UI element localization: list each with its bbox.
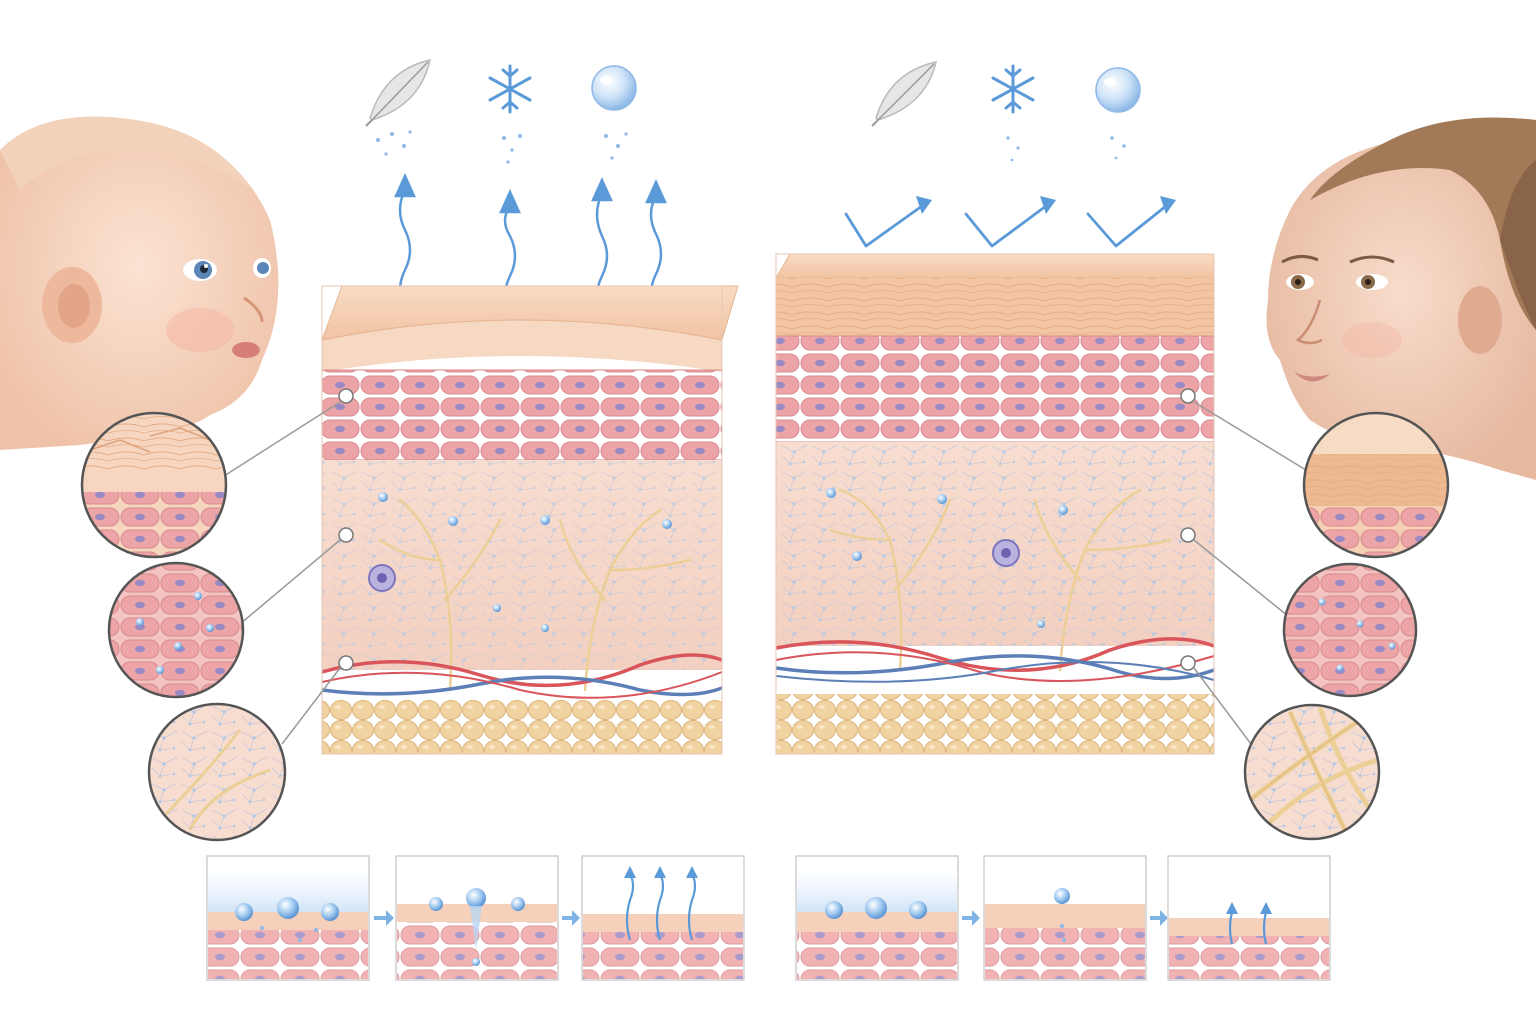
sequence-arrow-icon	[374, 910, 394, 926]
loose-cell-junctions-icon	[107, 561, 245, 699]
single-droplet-icon	[983, 855, 1147, 981]
sequence-arrow-icon	[962, 910, 980, 926]
mist-dots	[376, 130, 628, 164]
reduced-water-loss-arrows-icon	[1167, 855, 1331, 981]
water-bubble-icon	[591, 65, 637, 111]
fiber-branches	[378, 498, 692, 692]
fiber-branches	[828, 488, 1172, 672]
surface-droplets-icon	[795, 855, 959, 981]
droplet-penetration-icon	[395, 855, 559, 981]
snowflake-icon	[991, 64, 1035, 114]
blood-vessels	[321, 653, 723, 699]
mist-dots	[1006, 136, 1126, 162]
thin-flaking-stratum-corneum-icon	[80, 411, 228, 559]
baby-face-icon	[0, 116, 279, 450]
snowflake-icon	[488, 64, 532, 114]
feather-icon	[871, 61, 937, 127]
surface-droplets-icon	[206, 855, 370, 981]
adult-callout-lines	[1193, 401, 1307, 749]
thick-layered-stratum-corneum-icon	[1302, 411, 1450, 559]
sequence-arrow-icon	[1150, 910, 1168, 926]
blood-vessels	[775, 637, 1215, 683]
feather-icon	[365, 59, 431, 127]
tight-cell-junctions-icon	[1282, 562, 1418, 698]
adult-skin-block	[775, 253, 1215, 755]
sparse-fiber-network-icon	[147, 702, 287, 842]
water-loss-arrows-icon	[581, 855, 745, 981]
infant-callout-lines	[223, 401, 341, 745]
checkmark-arrow-icon	[844, 204, 1168, 248]
dense-fiber-bundle-icon	[1243, 703, 1381, 841]
water-bubble-icon	[1095, 67, 1141, 113]
infant-skin-block	[321, 285, 739, 755]
adult-panel	[775, 61, 1536, 981]
sequence-arrow-icon	[562, 910, 580, 926]
adult-face-icon	[1266, 117, 1536, 480]
infant-panel	[0, 59, 745, 981]
